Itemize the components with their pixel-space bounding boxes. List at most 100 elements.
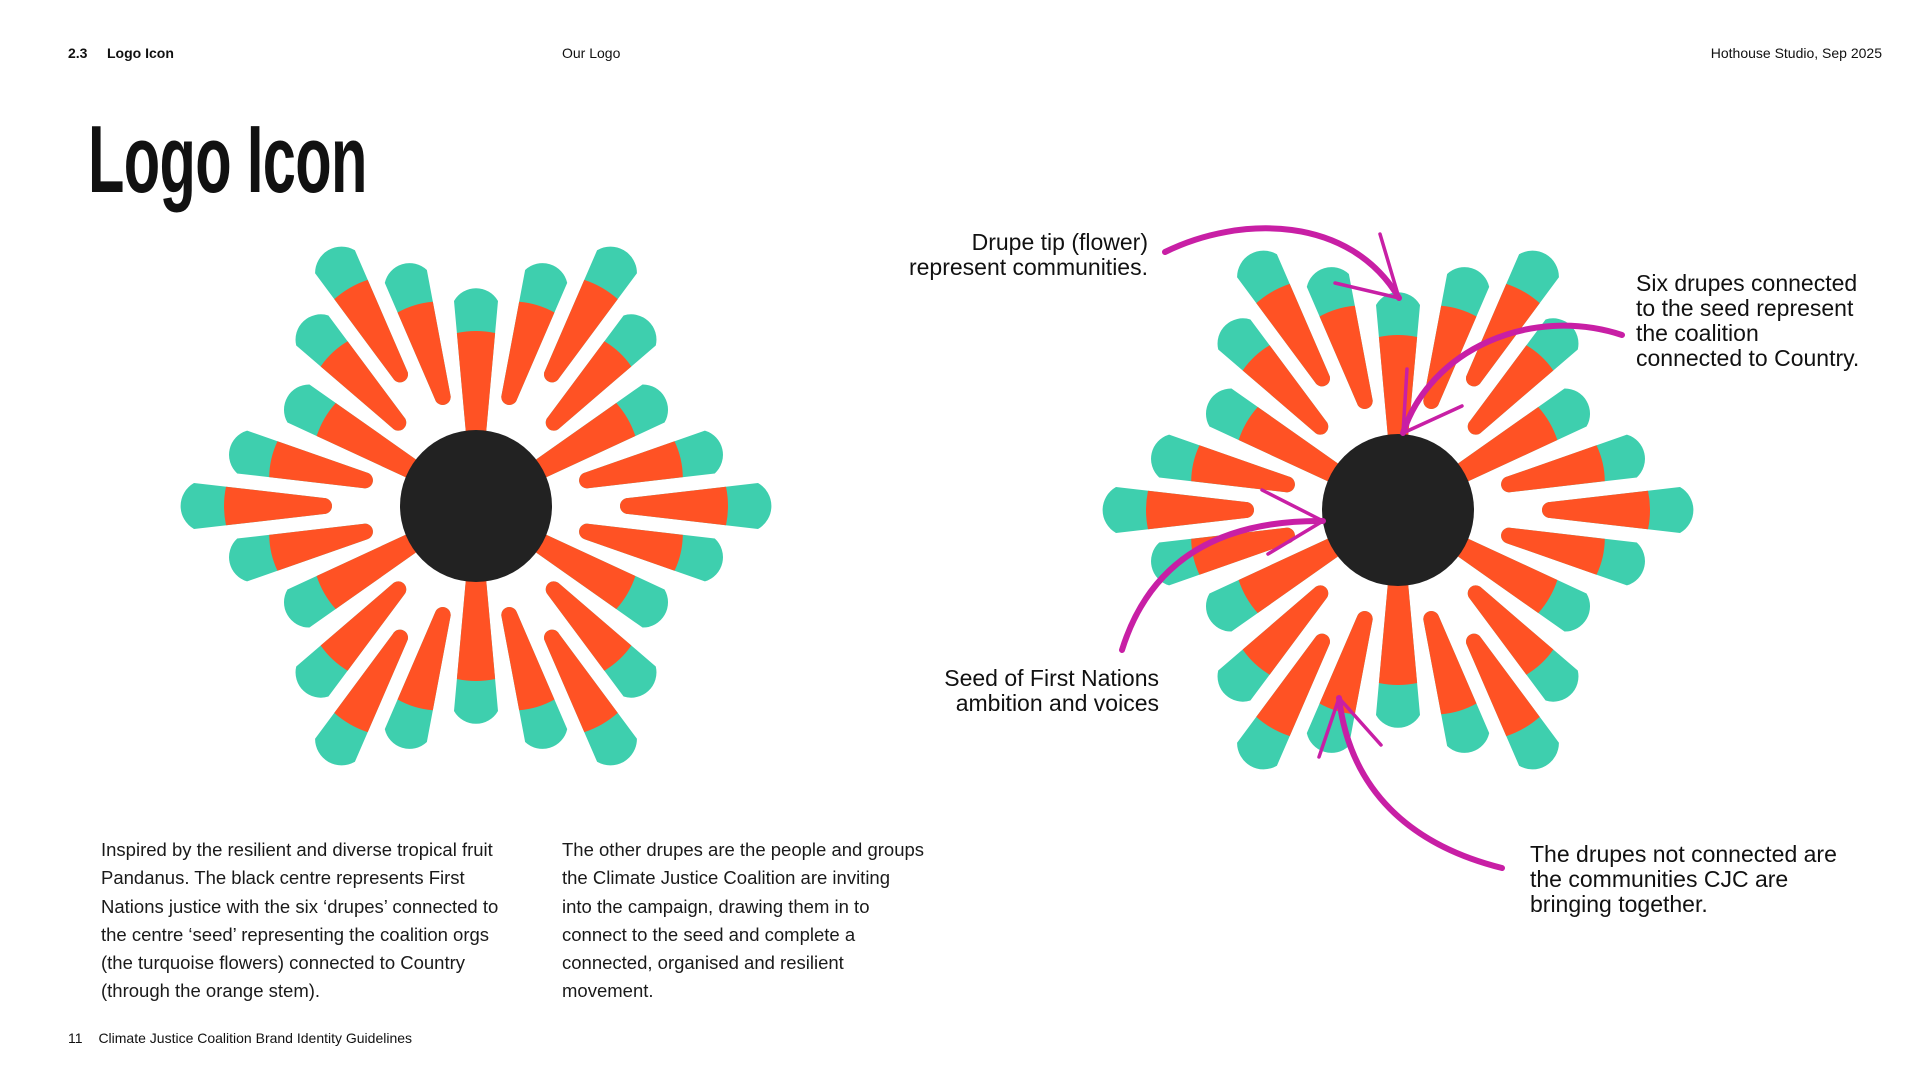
text-line: Nations justice with the six ‘drupes’ co… [101,895,499,917]
drupe-stem [397,301,451,405]
arrow-seed [1119,488,1326,653]
drupe-stem [579,441,683,489]
drupe-stem [1423,611,1477,715]
logo-icon-plain [180,246,772,766]
drupe-stem [1467,585,1554,675]
drupe [180,483,332,529]
drupe [315,629,408,766]
drupe [229,523,373,582]
drupe [579,523,723,582]
annotation-line: The drupes not connected are [1530,841,1837,867]
drupe-stem [1501,445,1605,493]
drupe-stem [316,523,441,610]
drupe-stem [1256,283,1330,387]
body-paragraph-2: The other drupes are the people and grou… [562,836,924,1006]
drupe-stem [545,581,632,671]
connected-drupe [511,523,668,628]
annotation-line: Drupe tip (flower) [971,229,1148,255]
drupe [501,263,568,405]
drupe-stem [1242,585,1329,675]
seed-circle [1322,434,1474,586]
drupe-stem [511,402,636,489]
annotation-drupe-tip: Drupe tip (flower) represent communities… [909,230,1148,280]
text-line: connected, organised and resilient [562,952,844,974]
drupe-stem [334,279,408,383]
drupe-stem [397,607,451,711]
section-number: 2.3 [68,45,88,61]
drupe [544,629,637,766]
text-line: Inspired by the resilient and diverse tr… [101,839,493,860]
drupe-stem [1319,305,1373,409]
drupe [229,430,373,489]
section-title: Logo Icon [107,45,174,61]
drupe [1102,487,1254,533]
drupe-stem [544,279,618,383]
document-title: Climate Justice Coalition Brand Identity… [98,1030,413,1046]
drupe-stem [1501,527,1605,575]
annotation-line: ambition and voices [955,690,1159,716]
drupe [315,246,408,383]
text-line: (through the orange stem). [101,980,321,1002]
drupe-stem [1256,633,1330,737]
drupe [501,607,568,749]
connected-drupe [1433,527,1590,632]
arrow-six-drupes [1400,322,1625,436]
annotation-six-drupes: Six drupes connected to the seed represe… [1636,271,1859,371]
drupe-stem [1191,445,1295,493]
drupe [1151,434,1295,493]
drupe-stem [1238,406,1363,493]
connected-drupe [511,384,668,489]
connected-drupe [1206,527,1363,632]
drupe [544,246,637,383]
drupe [545,581,657,698]
drupe [620,483,772,529]
drupe [1217,318,1329,435]
drupe [295,314,407,431]
drupe-stem [1238,527,1363,614]
drupe-stem [269,523,373,571]
text-line: movement. [562,980,654,1002]
connected-drupe [284,523,441,628]
drupe [1423,611,1490,753]
page-title: Logo Icon [88,106,367,213]
drupe-stem [1433,406,1558,493]
connected-drupe [1206,388,1363,493]
drupe [1217,585,1329,702]
text-line: connect to the seed and complete a [562,923,856,945]
text-line: Pandanus. The black centre represents Fi… [101,867,465,889]
annotation-line: the coalition [1636,320,1759,346]
drupe-stem [501,607,555,711]
drupe [1306,611,1373,753]
seed-circle [400,430,552,582]
annotation-line: connected to Country. [1636,345,1860,371]
drupe [295,581,407,698]
drupe [579,430,723,489]
drupe-stem [1433,527,1558,614]
annotation-seed: Seed of First Nations ambition and voice… [944,666,1159,716]
drupe [1542,487,1694,533]
drupe [1237,633,1330,770]
studio-date: Hothouse Studio, Sep 2025 [1710,45,1882,61]
annotation-not-connected: The drupes not connected are the communi… [1530,842,1837,917]
drupe-stem [1319,611,1373,715]
annotation-line: Seed of First Nations [944,665,1159,691]
text-line: The other drupes are the people and grou… [562,839,925,860]
drupe [1466,633,1559,770]
annotation-arrows [1119,225,1625,871]
drupe-stem [1423,305,1477,409]
drupe-stem [579,523,683,571]
body-paragraph-1: Inspired by the resilient and diverse tr… [101,836,498,1006]
drupe [1501,527,1645,586]
drupe-stem [620,486,728,526]
drupe [1501,434,1645,493]
drupe [1306,267,1373,409]
drupe-stem [1466,633,1540,737]
drupe-stem [269,441,373,489]
text-line: the Climate Justice Coalition are inviti… [562,867,891,889]
drupe-stem [1467,345,1554,435]
text-line: the centre ‘seed’ representing the coali… [101,923,490,945]
drupe [384,263,451,405]
drupe-stem [334,629,408,733]
drupe-stem [320,341,407,431]
